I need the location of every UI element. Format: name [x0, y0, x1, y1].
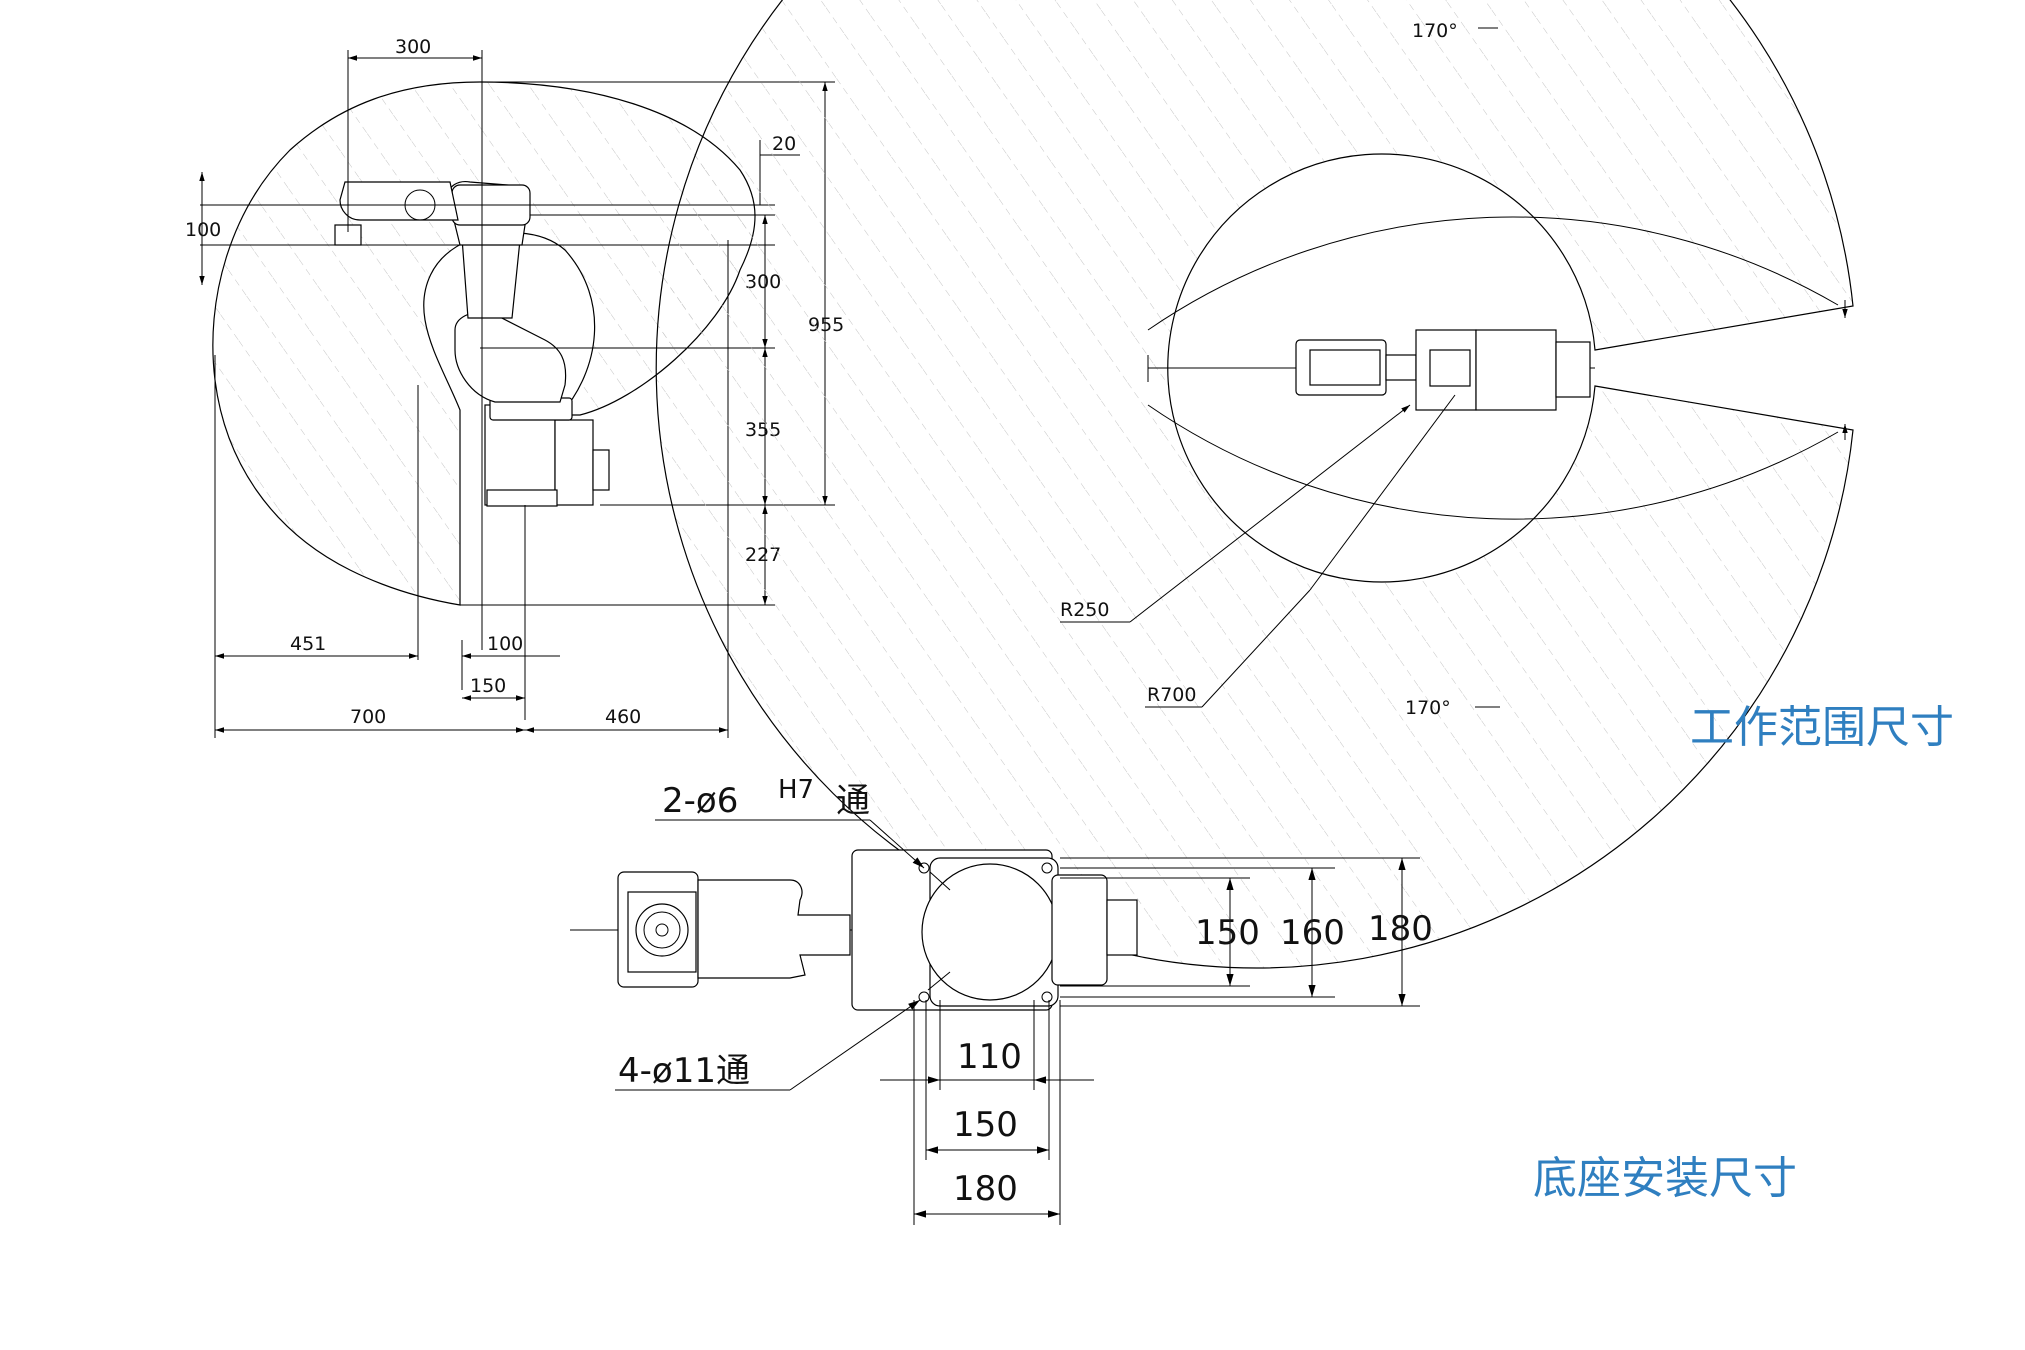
base-bolt-hole: [1041, 862, 1053, 874]
side-view: 300 20 100 300 355 227 955 451 100 150 7…: [185, 36, 844, 738]
pin-hole-label: 2-ø6: [662, 781, 738, 821]
bolt-hole-leader-2: [927, 971, 951, 991]
side-forearm: [339, 181, 459, 221]
top-view: 170° 170° R250 R700: [655, 0, 1854, 969]
base-pin-hole: [918, 862, 930, 874]
dim-v180: 180: [1368, 909, 1433, 949]
caption-working-range: 工作范围尺寸: [1690, 702, 1954, 753]
base-bolt-hole: [918, 991, 930, 1003]
dim-base-100: 100: [487, 633, 523, 655]
side-base-foot: [486, 489, 558, 507]
side-robot: [334, 181, 610, 507]
pin-hole-tolerance: H7: [778, 775, 814, 805]
base-view: 150 160 180 110 150 180 2-ø6 H7 通 4-ø11通: [570, 775, 1433, 1225]
angle-bottom-label: 170°: [1405, 697, 1451, 719]
radius-inner-leader: [1129, 404, 1411, 623]
top-work-envelope: [655, 0, 1854, 969]
bolt-hole-leader: [789, 999, 921, 1091]
base-rear-cover: [1051, 874, 1108, 986]
top-motor: [1429, 349, 1471, 387]
dim-reach-700: 700: [350, 706, 386, 728]
radius-outer-label: R700: [1147, 684, 1196, 706]
caption-base-mounting: 底座安装尺寸: [1533, 1153, 1797, 1204]
base-forearm: [697, 879, 851, 979]
dim-base-150: 150: [470, 675, 506, 697]
side-connector: [592, 449, 610, 491]
angle-arc-bottom: [1147, 404, 1839, 520]
base-flange-center: [655, 923, 669, 937]
dim-h110: 110: [957, 1037, 1022, 1077]
pin-hole-suffix: 通: [836, 781, 870, 821]
radius-outer-leader: [1201, 589, 1311, 708]
dim-inner-451: 451: [290, 633, 326, 655]
pin-hole-leader: [869, 819, 925, 869]
dim-v150: 150: [1195, 913, 1260, 953]
dim-v160: 160: [1280, 913, 1345, 953]
base-bolt-hole: [1041, 991, 1053, 1003]
bolt-hole-label: 4-ø11通: [618, 1051, 750, 1091]
radius-outer-leader-2: [1309, 394, 1456, 591]
dim-wrist-100: 100: [185, 219, 221, 241]
dim-reach-300: 300: [395, 36, 431, 58]
dim-reach-460: 460: [605, 706, 641, 728]
dim-h180: 180: [953, 1169, 1018, 1209]
base-connector: [1106, 899, 1138, 956]
base-flange-hole-ring: [643, 911, 681, 949]
top-robot: [1295, 329, 1591, 411]
side-shoulder: [454, 311, 567, 403]
top-tool-inner: [1309, 349, 1381, 386]
radius-inner-label: R250: [1060, 599, 1109, 621]
dim-h150: 150: [953, 1105, 1018, 1145]
base-turntable: [921, 863, 1059, 1001]
side-base-column: [484, 404, 556, 506]
angle-top-label: 170°: [1412, 20, 1458, 42]
top-back-cover: [1555, 341, 1591, 398]
top-wrist: [1385, 354, 1417, 381]
angle-arc-top: [1147, 216, 1839, 331]
top-base: [1475, 329, 1557, 411]
side-base-box: [554, 419, 594, 506]
pin-hole-leader-2: [929, 871, 951, 891]
